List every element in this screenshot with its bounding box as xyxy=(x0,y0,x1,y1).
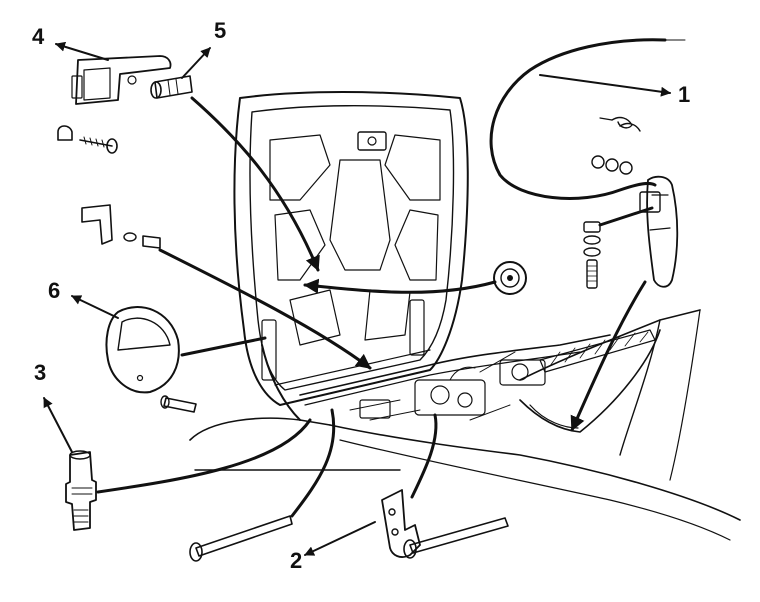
callout-2-arrow xyxy=(304,521,376,556)
bonnet-panel xyxy=(233,91,469,406)
scuttle-grille xyxy=(539,329,656,373)
part-2-catch-bracket xyxy=(189,489,509,562)
callout-1-label: 1 xyxy=(678,82,690,107)
engine-bay xyxy=(349,351,546,421)
part-5-striker-pin xyxy=(150,75,193,99)
part-6-sealing-pad xyxy=(105,306,197,413)
rubber-grommet xyxy=(493,261,527,295)
part-4-catch-housing xyxy=(57,55,172,154)
callout-3-label: 3 xyxy=(34,360,46,385)
callout-labels: 1 2 3 4 5 6 xyxy=(32,18,690,573)
car-body xyxy=(189,309,741,541)
callout-6-arrow xyxy=(71,295,119,319)
callout-5-arrow xyxy=(181,47,211,79)
bonnet-stay-bracket xyxy=(81,204,161,249)
part-1-release-cable xyxy=(489,38,686,200)
callout-2-label: 2 xyxy=(290,548,302,573)
callout-arrows xyxy=(43,41,671,556)
release-handle-assembly xyxy=(583,116,679,289)
callout-4-label: 4 xyxy=(32,24,45,49)
part-3-bonnet-buffer xyxy=(65,450,97,531)
callout-1-arrow xyxy=(539,74,671,97)
callout-4-arrow xyxy=(55,41,109,61)
callout-6-label: 6 xyxy=(48,278,60,303)
callout-3-arrow xyxy=(43,397,73,453)
assembly-leader-lines xyxy=(96,96,654,518)
callout-5-label: 5 xyxy=(214,18,226,43)
